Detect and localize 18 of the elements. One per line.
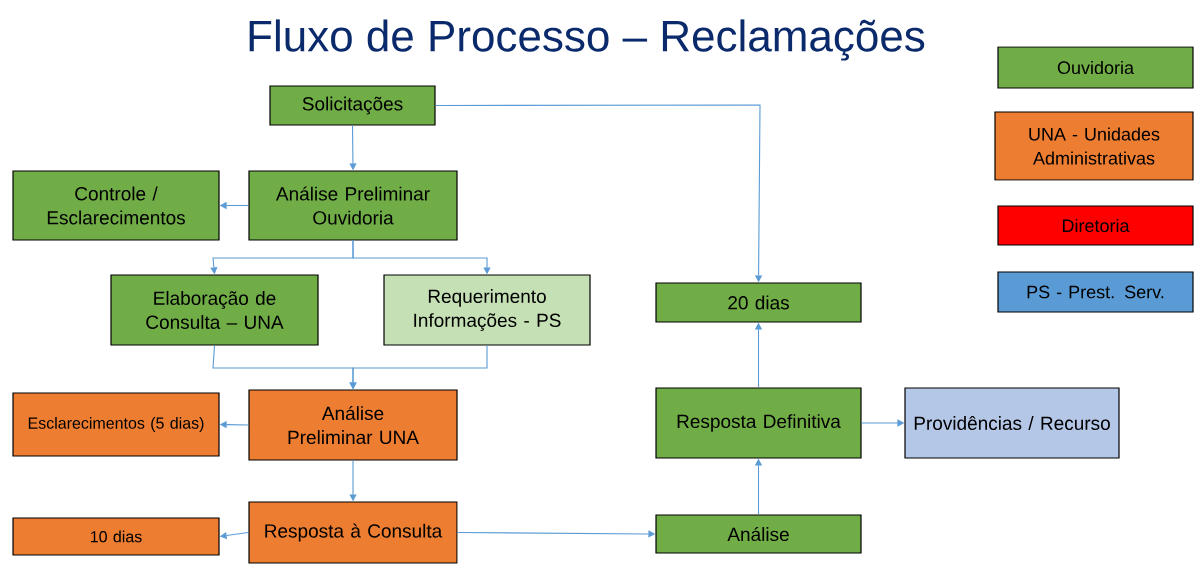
process-box: Solicitações [269,85,436,126]
process-box: Controle / Esclarecimentos [12,170,220,241]
process-box: Análise Preliminar UNA [248,389,458,461]
legend-box: Diretoria [997,205,1194,246]
process-box: Resposta Definitiva [655,387,862,459]
process-box: Resposta à Consulta [248,501,458,564]
process-box: Providências / Recurso [904,387,1120,459]
legend-box: PS - Prest. Serv. [997,271,1194,313]
process-box: 20 dias [655,282,862,323]
title: Fluxo de Processo – Reclamações [249,19,925,61]
process-box: 10 dias [12,517,220,556]
process-box: Elaboração de Consulta – UNA [110,274,319,346]
process-box: Esclarecimentos (5 dias) [12,392,220,457]
process-box: Análise Preliminar Ouvidoria [248,170,458,241]
process-box: Análise [655,514,862,554]
legend-box: Ouvidoria [997,46,1194,89]
process-box: Requerimento Informações - PS [383,274,591,346]
legend-box: UNA - Unidades Administrativas [994,111,1194,181]
